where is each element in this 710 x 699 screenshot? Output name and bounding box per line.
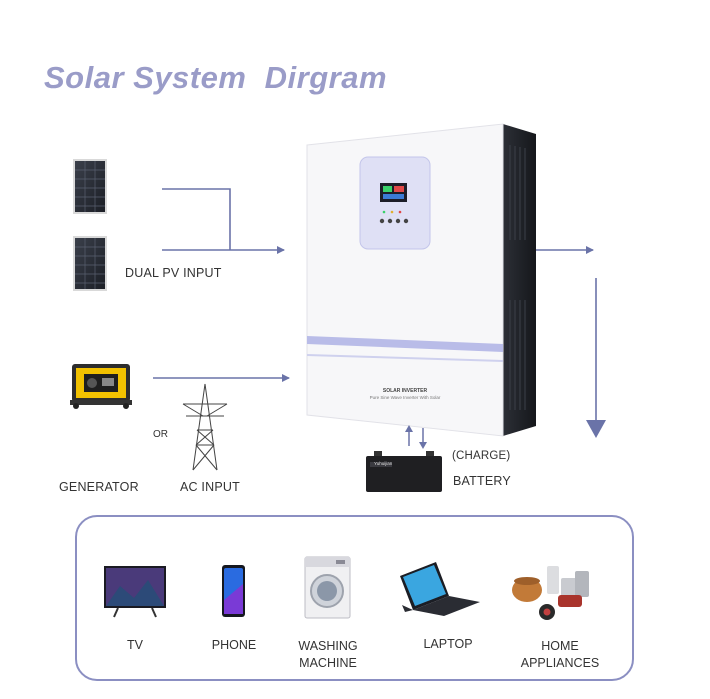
home-appliances-label: HOME APPLIANCES (520, 639, 600, 670)
appliances-panel (75, 515, 634, 681)
solar-panel-icon (73, 236, 107, 291)
generator-icon (70, 364, 132, 409)
home-appliances-icon (512, 566, 589, 620)
phone-label: PHONE (211, 638, 257, 652)
transmission-tower-icon (182, 383, 228, 471)
tv-label: TV (127, 638, 143, 652)
battery-brand: Yuhuijian (374, 461, 393, 466)
pv-input-label: DUAL PV INPUT (125, 266, 222, 280)
phone-icon (222, 565, 245, 617)
tv-icon (104, 566, 166, 618)
solar-inverter-icon (306, 123, 536, 437)
generator-label: GENERATOR (59, 480, 139, 494)
diagram-title: Solar System Dirgram (44, 60, 388, 95)
or-label: OR (153, 429, 168, 440)
battery-charge-arrows (408, 428, 424, 446)
pv-connector (162, 188, 285, 254)
washing-machine-label: WASHING MACHINE (298, 639, 358, 670)
battery-label: BATTERY (453, 474, 511, 488)
laptop-icon (400, 562, 480, 616)
inverter-subtitle: Pure Sine Wave Inverter With Solar (369, 395, 441, 400)
battery-icon (366, 451, 442, 492)
down-arrowhead (586, 420, 606, 438)
charge-label: (CHARGE) (452, 450, 511, 462)
laptop-label: LAPTOP (423, 637, 473, 651)
ac-input-label: AC INPUT (180, 480, 240, 494)
output-arrows (536, 246, 597, 426)
washing-machine-icon (304, 556, 351, 619)
inverter-title: SOLAR INVERTER (382, 388, 428, 394)
solar-panel-icon (73, 159, 107, 214)
